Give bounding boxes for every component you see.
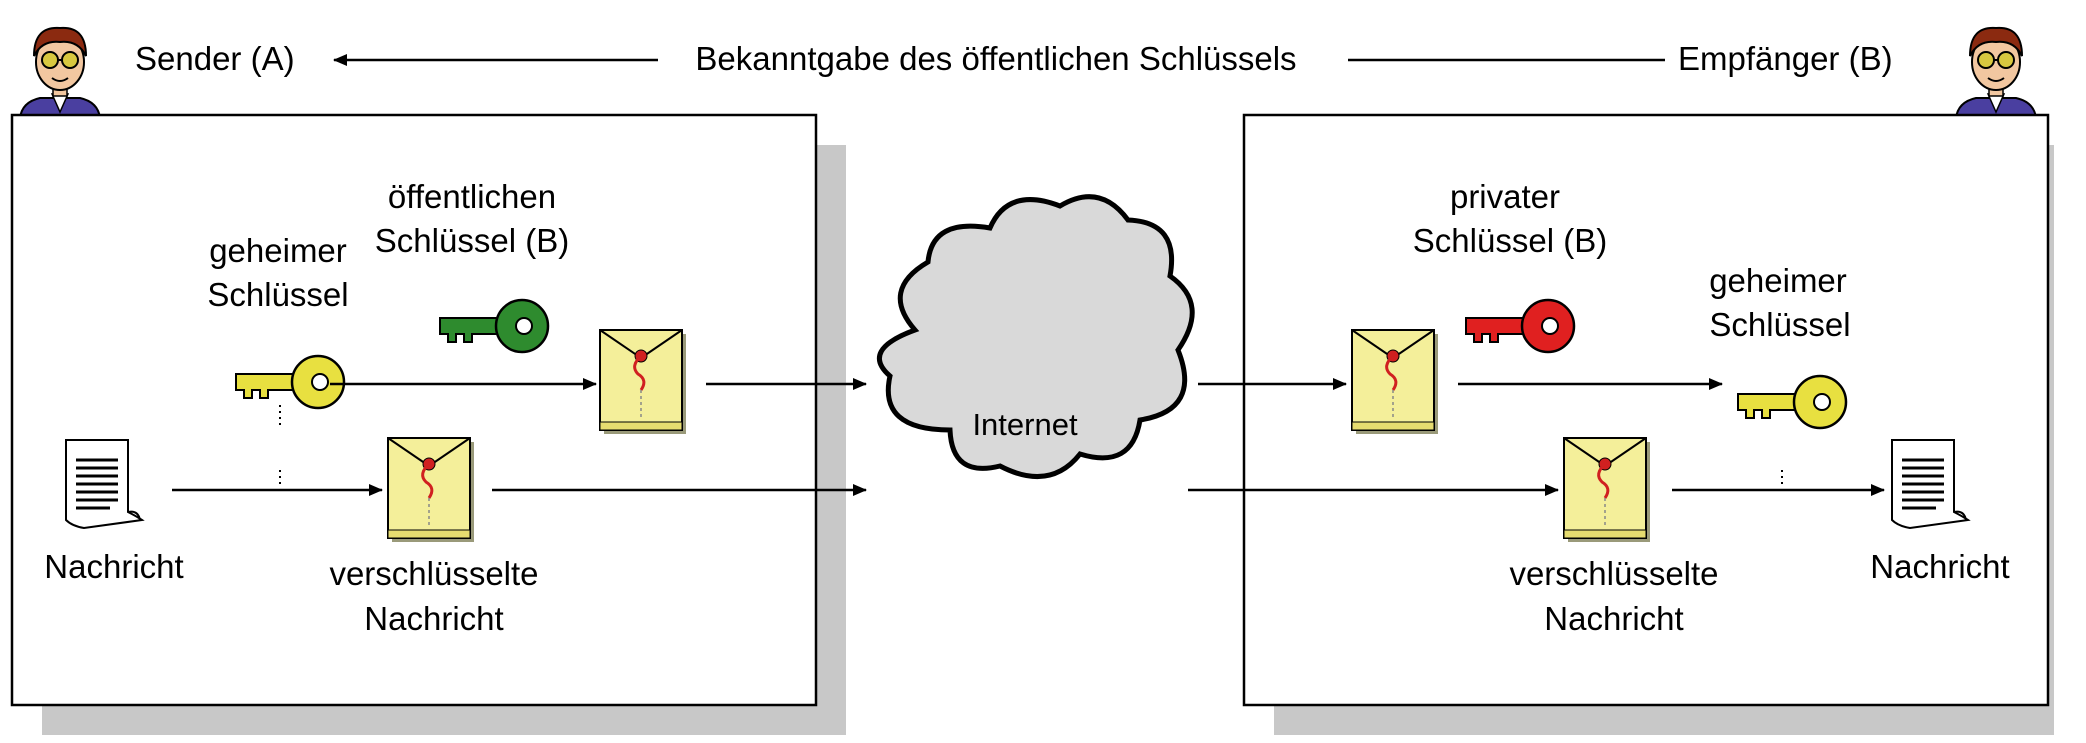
receiver-secret-key-label-line2: Schlüssel bbox=[1709, 306, 1850, 343]
receiver-secret-key-label-line1: geheimer bbox=[1709, 262, 1847, 299]
receiver-message-label: Nachricht bbox=[1870, 548, 2009, 585]
announcement-label: Bekanntgabe des öffentlichen Schlüssels bbox=[695, 40, 1296, 77]
sender-person-icon bbox=[19, 26, 101, 119]
sender-label: Sender (A) bbox=[135, 40, 295, 77]
encrypted-key-envelope-icon bbox=[598, 328, 688, 436]
receiver-person-icon bbox=[1955, 26, 2037, 119]
internet-cloud-icon bbox=[877, 194, 1195, 480]
receiver-encrypted-label-line1: verschlüsselte bbox=[1509, 555, 1718, 592]
receiver-label: Empfänger (B) bbox=[1678, 40, 1893, 77]
received-message-envelope-icon bbox=[1562, 436, 1652, 544]
internet-label: Internet bbox=[972, 407, 1078, 442]
secret-key-label-line1: geheimer bbox=[209, 232, 347, 269]
public-key-label-line1: öffentlichen bbox=[388, 178, 556, 215]
receiver-encrypted-label-line2: Nachricht bbox=[1544, 600, 1683, 637]
private-key-label-line2: Schlüssel (B) bbox=[1413, 222, 1607, 259]
secret-key-label-line2: Schlüssel bbox=[207, 276, 348, 313]
encrypted-message-envelope-icon bbox=[386, 436, 476, 544]
sender-message-label: Nachricht bbox=[44, 548, 183, 585]
sender-encrypted-label-line1: verschlüsselte bbox=[329, 555, 538, 592]
sender-encrypted-label-line2: Nachricht bbox=[364, 600, 503, 637]
received-key-envelope-icon bbox=[1350, 328, 1440, 436]
private-key-label-line1: privater bbox=[1450, 178, 1560, 215]
public-key-label-line2: Schlüssel (B) bbox=[375, 222, 569, 259]
